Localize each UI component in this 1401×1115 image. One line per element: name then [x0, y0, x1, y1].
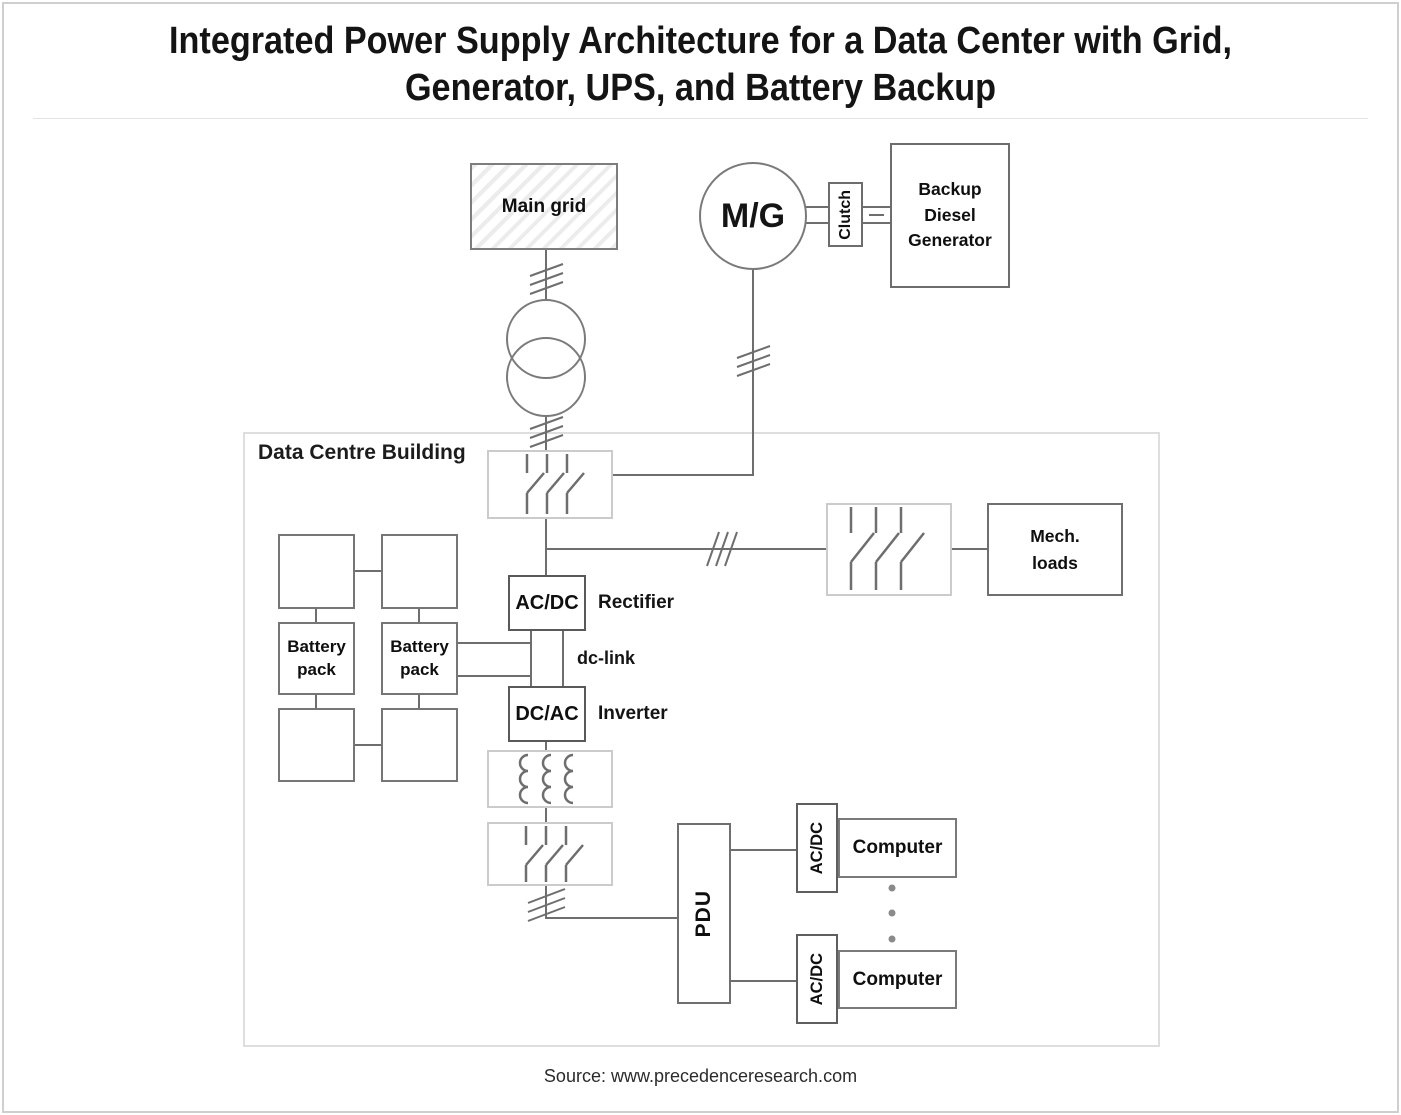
inverter-box-label: DC/AC	[515, 702, 579, 725]
source-credit: Source: www.precedenceresearch.com	[543, 1066, 858, 1086]
filter-inductor-box	[487, 750, 613, 808]
backup-diesel-generator-label: Backup Diesel Generator	[908, 179, 992, 251]
clutch-box: Clutch	[828, 182, 863, 247]
rectifier-box: AC/DC	[508, 575, 586, 631]
output-breaker-box	[487, 822, 613, 886]
computer-label: Computer	[852, 837, 943, 858]
computer-box: Computer	[838, 818, 957, 878]
main-grid-label: Main grid	[501, 195, 587, 217]
battery-pack-label: Battery pack	[287, 637, 346, 679]
backup-diesel-generator-box: Backup Diesel Generator	[890, 143, 1010, 288]
battery-cell-box	[381, 534, 458, 609]
server-rectifier-box: AC/DC	[796, 934, 838, 1024]
clutch-label: Clutch	[836, 189, 854, 240]
mech-loads-breaker-box	[826, 503, 952, 596]
battery-cell-box	[278, 534, 355, 609]
pdu-box: PDU	[677, 823, 731, 1004]
main-grid-box: Main grid	[470, 163, 618, 250]
rectifier-box-label: AC/DC	[515, 591, 579, 614]
transformer-icon	[506, 299, 586, 417]
computer-label: Computer	[852, 968, 943, 990]
breaker-marks-generator-icon	[736, 345, 771, 377]
title-line-1: Integrated Power Supply Architecture for…	[169, 20, 1232, 62]
server-rectifier-box: AC/DC	[796, 803, 838, 893]
battery-cell-box	[381, 708, 458, 782]
dc-link-label: dc-link	[577, 648, 636, 668]
mech-loads-label: Mech. loads	[1030, 526, 1080, 573]
server-rectifier-label: AC/DC	[807, 821, 826, 875]
inverter-label: Inverter	[598, 703, 668, 724]
server-rectifier-label: AC/DC	[807, 952, 826, 1006]
pdu-label: PDU	[692, 889, 715, 938]
battery-pack-box: Battery pack	[381, 622, 458, 695]
inverter-box: DC/AC	[508, 686, 586, 742]
title-line-2: Generator, UPS, and Battery Backup	[404, 67, 997, 109]
battery-pack-box: Battery pack	[278, 622, 355, 695]
building-label: Data Centre Building	[258, 441, 466, 464]
page-title: Integrated Power Supply Architecture for…	[70, 18, 1331, 112]
battery-pack-label: Battery pack	[390, 637, 449, 679]
breaker-marks-grid-icon	[529, 263, 564, 295]
main-breaker-box	[487, 450, 613, 519]
mech-loads-box: Mech. loads	[987, 503, 1123, 596]
computer-box: Computer	[838, 950, 957, 1009]
title-divider	[33, 118, 1368, 119]
battery-cell-box	[278, 708, 355, 782]
rectifier-label: Rectifier	[598, 592, 675, 613]
motor-generator-label: M/G	[720, 196, 786, 235]
